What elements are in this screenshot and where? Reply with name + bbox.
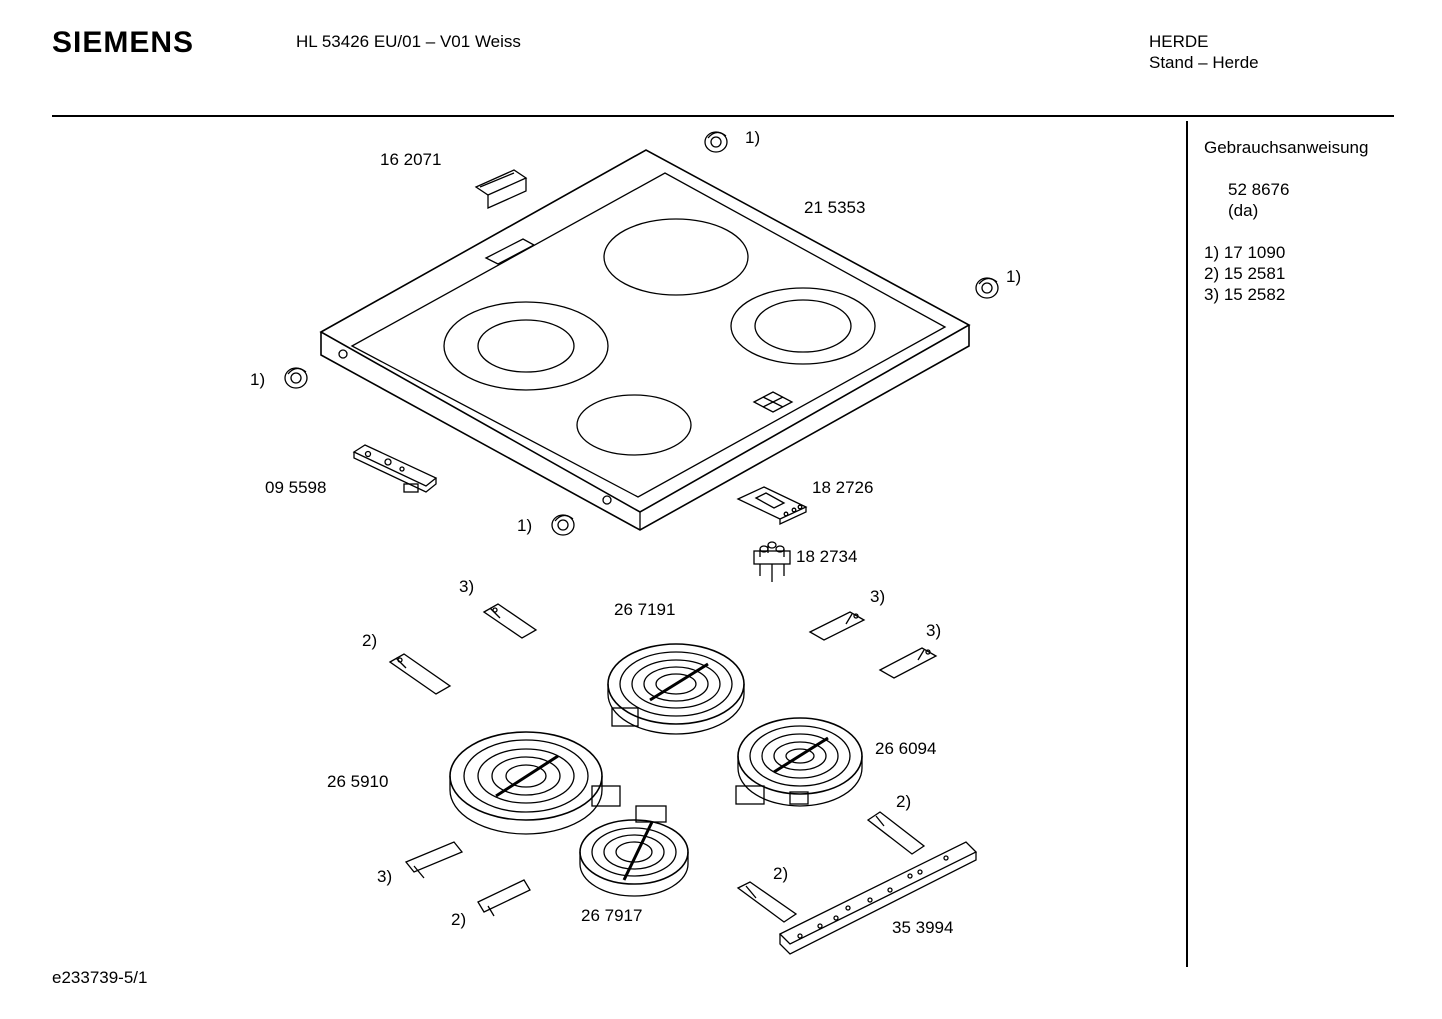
label-heater-small: 26 7917 [581,906,643,925]
ref-3-bottom-left: 3) [377,867,393,886]
clip-part-3-top-left[interactable] [482,603,538,639]
ref-2-bottom-right: 2) [773,864,789,883]
clip-part-3-right[interactable] [878,647,938,679]
manual-number: 52 8676 [1228,180,1290,199]
badge-part[interactable] [474,169,528,210]
footnote-2: 2) 15 2581 [1204,264,1286,283]
ref-2-right: 2) [896,792,912,811]
drawing-id: e233739-5/1 [52,968,148,987]
clip-part-2-bottom-right[interactable] [736,881,798,923]
heater-small-part[interactable] [579,805,689,897]
heater-right-part[interactable] [735,717,863,807]
ref-3-top-left: 3) [459,577,475,596]
clip-part-2-left[interactable] [388,653,452,695]
label-connector-block: 18 2734 [796,547,858,566]
label-sensor-plate: 18 2726 [812,478,874,497]
ref-1-right: 1) [1006,267,1022,286]
brand-logo: SIEMENS [52,26,195,59]
clip-part-2-bottom-left[interactable] [477,879,531,917]
ref-2-bottom-left: 2) [451,910,467,929]
subcategory-title: Stand – Herde [1149,53,1259,72]
clip-part-3-bottom-left[interactable] [404,841,464,879]
clip-part-3-top-right[interactable] [808,611,866,641]
rail-part[interactable] [778,841,978,955]
manual-label: Gebrauchsanweisung [1204,138,1369,157]
foot-part-top[interactable] [704,131,728,153]
cooktop-glass-part[interactable] [319,149,971,531]
ref-1-left: 1) [250,370,266,389]
ref-3-top-right: 3) [870,587,886,606]
heater-left-part[interactable] [449,731,621,835]
label-bracket: 09 5598 [265,478,327,497]
manual-language: (da) [1228,201,1259,220]
label-heater-left: 26 5910 [327,772,389,791]
model-title: HL 53426 EU/01 – V01 Weiss [296,32,521,51]
foot-part-right[interactable] [975,277,999,299]
foot-part-bottom[interactable] [551,514,575,536]
label-heater-right: 26 6094 [875,739,937,758]
category-title: HERDE [1149,32,1209,51]
sensor-plate-part[interactable] [736,486,808,526]
ref-2-left: 2) [362,631,378,650]
ref-1-bottom: 1) [517,516,533,535]
connector-block-part[interactable] [753,541,791,582]
footnote-3: 3) 15 2582 [1204,285,1286,304]
label-heater-top: 26 7191 [614,600,676,619]
heater-top-part[interactable] [607,643,745,735]
ref-1-top: 1) [745,128,761,147]
clip-part-2-right[interactable] [866,811,926,855]
label-badge: 16 2071 [380,150,442,169]
footnote-1: 1) 17 1090 [1204,243,1286,262]
ref-3-right: 3) [926,621,942,640]
bracket-part[interactable] [352,444,438,493]
foot-part-left[interactable] [284,367,308,389]
label-cooktop-glass: 21 5353 [804,198,866,217]
label-rail: 35 3994 [892,918,954,937]
